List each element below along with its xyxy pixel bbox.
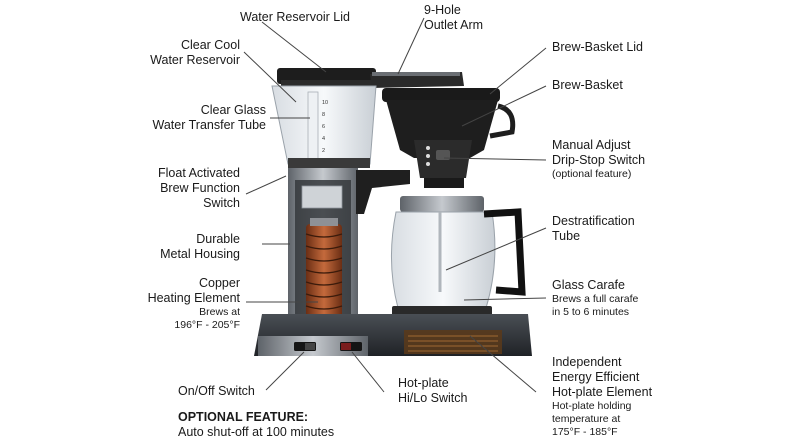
label-destratification: Destratification Tube: [552, 214, 635, 244]
optional-feature-body: Auto shut-off at 100 minutes: [178, 425, 335, 439]
label-outlet-arm: 9-Hole Outlet Arm: [424, 3, 483, 33]
label-glass-carafe: Glass Carafe Brews a full carafe in 5 to…: [552, 278, 638, 319]
label-text: Switch: [203, 196, 240, 210]
label-note: 175°F - 185°F: [552, 426, 618, 439]
glass-carafe: [391, 211, 496, 309]
label-note: (optional feature): [552, 168, 632, 180]
label-text: Outlet Arm: [424, 18, 484, 32]
reservoir-scale: 10 8 6 4 2: [322, 100, 328, 154]
label-float-switch: Float Activated Brew Function Switch: [120, 166, 240, 211]
scale-mark: 2: [322, 148, 325, 154]
leader-lines: [243, 17, 547, 393]
label-text: Independent: [552, 355, 622, 369]
label-text: On/Off Switch: [178, 384, 255, 398]
label-copper-element: Copper Heating Element Brews at 196°F - …: [120, 276, 240, 332]
label-brew-basket: Brew-Basket: [552, 78, 623, 93]
label-text: Durable: [196, 232, 240, 246]
label-text: Tube: [552, 229, 581, 243]
label-text: Hot-plate Element: [552, 385, 653, 399]
optional-feature-note: OPTIONAL FEATURE: Auto shut-off at 100 m…: [178, 410, 334, 440]
label-text: Heating Element: [147, 291, 240, 305]
label-text: Water Reservoir: [150, 53, 240, 67]
label-note: Brews a full carafe: [552, 293, 639, 305]
label-metal-housing: Durable Metal Housing: [120, 232, 240, 262]
label-text: Hi/Lo Switch: [398, 391, 468, 405]
scale-mark: 10: [322, 100, 328, 106]
hotplate-element: [404, 330, 502, 354]
label-note: Brews at: [199, 306, 240, 318]
label-water-reservoir-lid: Water Reservoir Lid: [190, 10, 350, 25]
label-note: 196°F - 205°F: [174, 319, 240, 332]
label-clear-glass-tube: Clear Glass Water Transfer Tube: [116, 103, 266, 133]
label-on-off-switch: On/Off Switch: [178, 384, 255, 399]
label-text: Brew Function: [160, 181, 240, 195]
label-hotplate-element: Independent Energy Efficient Hot-plate E…: [552, 355, 652, 439]
label-text: Drip-Stop Switch: [552, 153, 646, 167]
label-text: Hot-plate: [398, 376, 449, 390]
label-note: in 5 to 6 minutes: [552, 306, 630, 319]
label-text: Clear Glass: [200, 103, 266, 117]
label-text: Brew-Basket: [552, 78, 623, 92]
label-text: Manual Adjust: [552, 138, 631, 152]
label-text: Water Reservoir Lid: [240, 10, 350, 24]
label-text: 9-Hole: [424, 3, 461, 17]
label-text: Glass Carafe: [552, 278, 625, 292]
label-clear-cool-reservoir: Clear Cool Water Reservoir: [120, 38, 240, 68]
optional-feature-title: OPTIONAL FEATURE:: [178, 410, 309, 424]
label-text: Water Transfer Tube: [152, 118, 266, 132]
label-drip-stop: Manual Adjust Drip-Stop Switch (optional…: [552, 138, 645, 181]
label-text: Energy Efficient: [552, 370, 640, 384]
scale-mark: 6: [322, 124, 325, 130]
label-note: Hot-plate holding: [552, 400, 632, 412]
brew-basket-lid: [382, 88, 500, 102]
label-hotplate-switch: Hot-plate Hi/Lo Switch: [398, 376, 467, 406]
label-text: Metal Housing: [160, 247, 240, 261]
scale-mark: 8: [322, 112, 325, 118]
copper-heating-element: [305, 218, 343, 320]
label-text: Float Activated: [158, 166, 240, 180]
label-text: Copper: [199, 276, 240, 290]
label-text: Brew-Basket Lid: [552, 40, 644, 54]
label-text: Clear Cool: [180, 38, 240, 52]
label-brew-basket-lid: Brew-Basket Lid: [552, 40, 643, 55]
scale-mark: 4: [322, 136, 325, 142]
label-text: Destratification: [552, 214, 635, 228]
label-note: temperature at: [552, 413, 621, 426]
